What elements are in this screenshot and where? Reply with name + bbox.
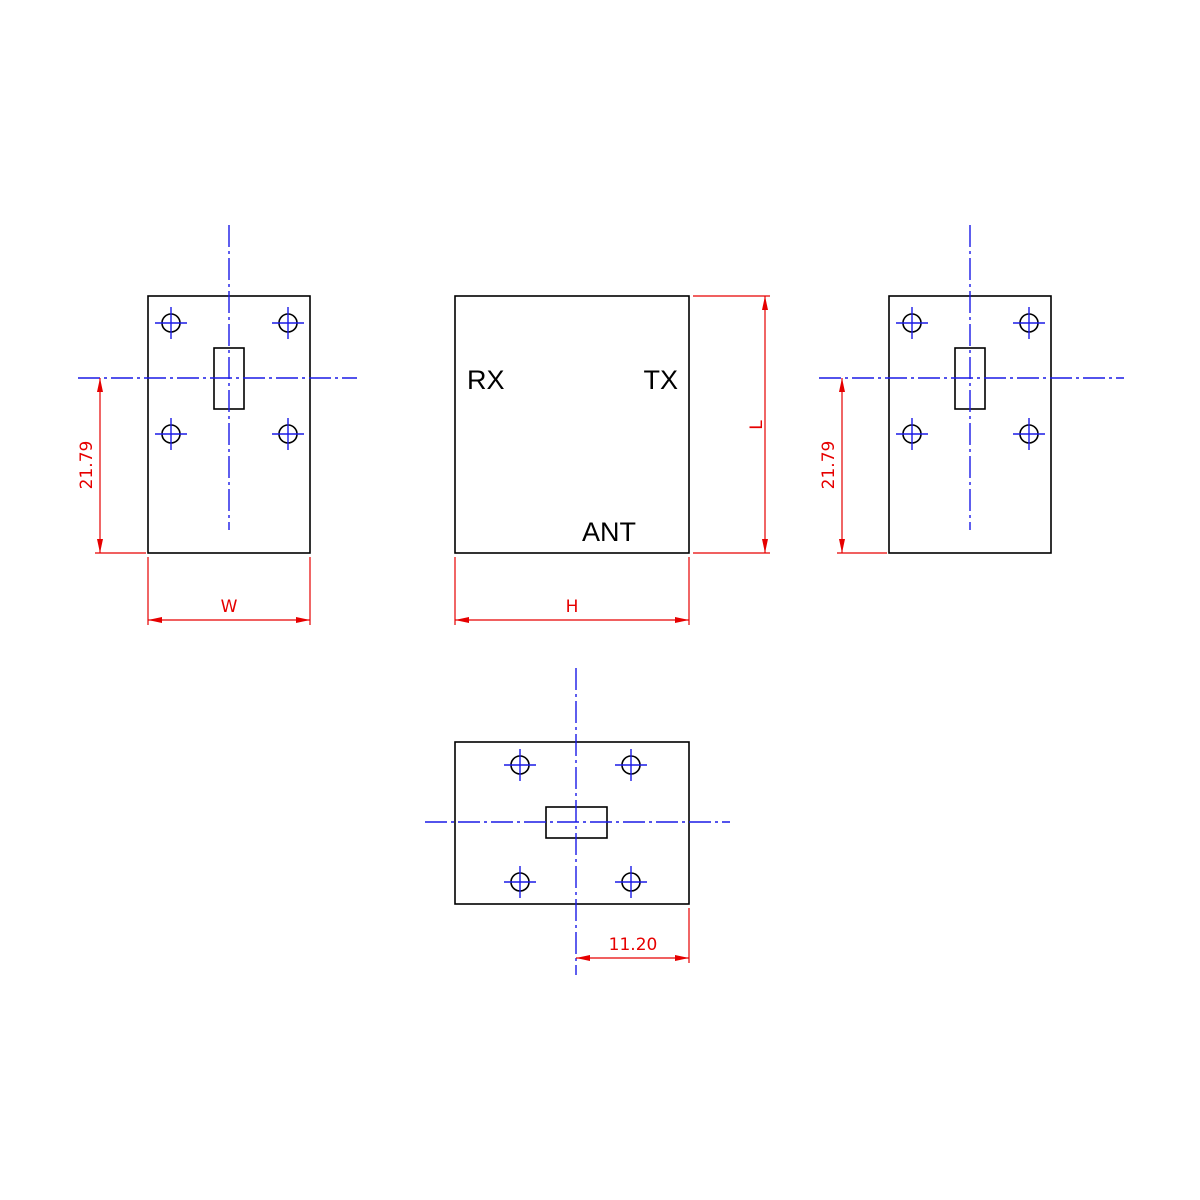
bottom-view: 11.20	[425, 668, 730, 975]
bottom-flange-outline	[454, 741, 690, 905]
right-hole-top-left	[896, 307, 928, 339]
diplexer-body-outline	[454, 295, 690, 554]
right-view: 21.79	[819, 225, 1124, 554]
right-hole-top-right	[1013, 307, 1045, 339]
right-height-dimension: 21.79	[819, 378, 887, 554]
rx-port-label: RX	[467, 365, 505, 395]
width-label: W	[221, 597, 238, 617]
right-hole-bottom-left	[896, 418, 928, 450]
left-hole-bottom-right	[272, 418, 304, 450]
right-height-label: 21.79	[819, 441, 839, 490]
length-dimension: L	[693, 295, 770, 554]
bottom-hole-bottom-left	[504, 866, 536, 898]
bottom-offset-dimension: 11.20	[576, 908, 690, 963]
left-hole-bottom-left	[155, 418, 187, 450]
left-height-label: 21.79	[77, 441, 97, 490]
left-hole-top-right	[272, 307, 304, 339]
left-height-dimension: 21.79	[77, 378, 146, 554]
width-dimension: W	[147, 557, 311, 625]
bottom-offset-label: 11.20	[609, 935, 658, 955]
center-view: RX TX ANT H L	[454, 295, 770, 625]
right-hole-bottom-right	[1013, 418, 1045, 450]
ant-port-label: ANT	[582, 517, 636, 547]
length-label: L	[747, 420, 767, 430]
left-view: 21.79 W	[77, 225, 357, 625]
height-dimension: H	[454, 557, 690, 625]
bottom-hole-top-left	[504, 749, 536, 781]
height-label: H	[566, 597, 579, 617]
bottom-hole-bottom-right	[615, 866, 647, 898]
tx-port-label: TX	[643, 365, 678, 395]
bottom-hole-top-right	[615, 749, 647, 781]
left-hole-top-left	[155, 307, 187, 339]
